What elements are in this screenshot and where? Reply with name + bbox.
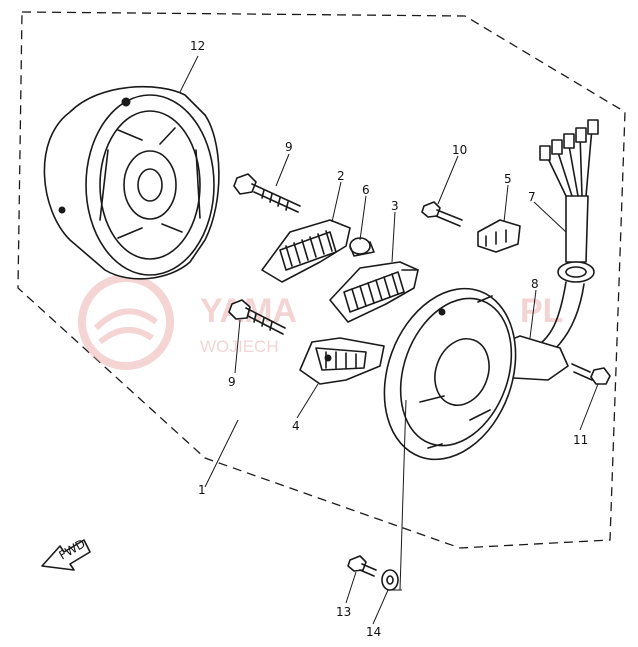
part-number-8: 8: [531, 277, 539, 291]
lead-wire-harness-part: [519, 119, 599, 369]
bolt-lower-part: [228, 299, 286, 335]
part-number-13: 13: [336, 605, 351, 619]
part-number-9-lower: 9: [228, 375, 236, 389]
part-number-9-upper: 9: [285, 140, 293, 154]
watermark-sub: WOJ: [200, 337, 238, 356]
part-number-7: 7: [528, 190, 536, 204]
watermark-brand-suffix: PL: [520, 292, 563, 330]
part-number-14: 14: [366, 625, 381, 639]
connector-block-part: [477, 219, 521, 253]
part-number-10: 10: [452, 143, 467, 157]
watermark-sub-2: IECH: [238, 337, 279, 356]
bolt-small-part: [347, 555, 377, 577]
stator-plate-part: [383, 287, 517, 461]
pickup-coil-part: [299, 337, 385, 385]
part-number-3: 3: [391, 199, 399, 213]
part-number-4: 4: [292, 419, 300, 433]
washer-part: [381, 569, 399, 591]
part-number-1: 1: [198, 483, 206, 497]
bolt-upper-part: [233, 173, 301, 213]
charge-coil-part: [261, 219, 351, 283]
part-number-2: 2: [337, 169, 345, 183]
screw-part: [421, 201, 463, 227]
forward-arrow-icon: FWD: [41, 536, 91, 571]
leader-lines: [179, 55, 599, 625]
assembly-boundary: [17, 11, 626, 549]
part-number-11: 11: [573, 433, 588, 447]
part-number-12: 12: [190, 39, 205, 53]
lighting-coil-part: [329, 261, 419, 323]
part-number-5: 5: [504, 172, 512, 186]
collar-part: [349, 237, 375, 257]
part-number-6: 6: [362, 183, 370, 197]
flywheel-rotor-part: [43, 85, 220, 280]
screw-lower-part: [571, 363, 611, 385]
